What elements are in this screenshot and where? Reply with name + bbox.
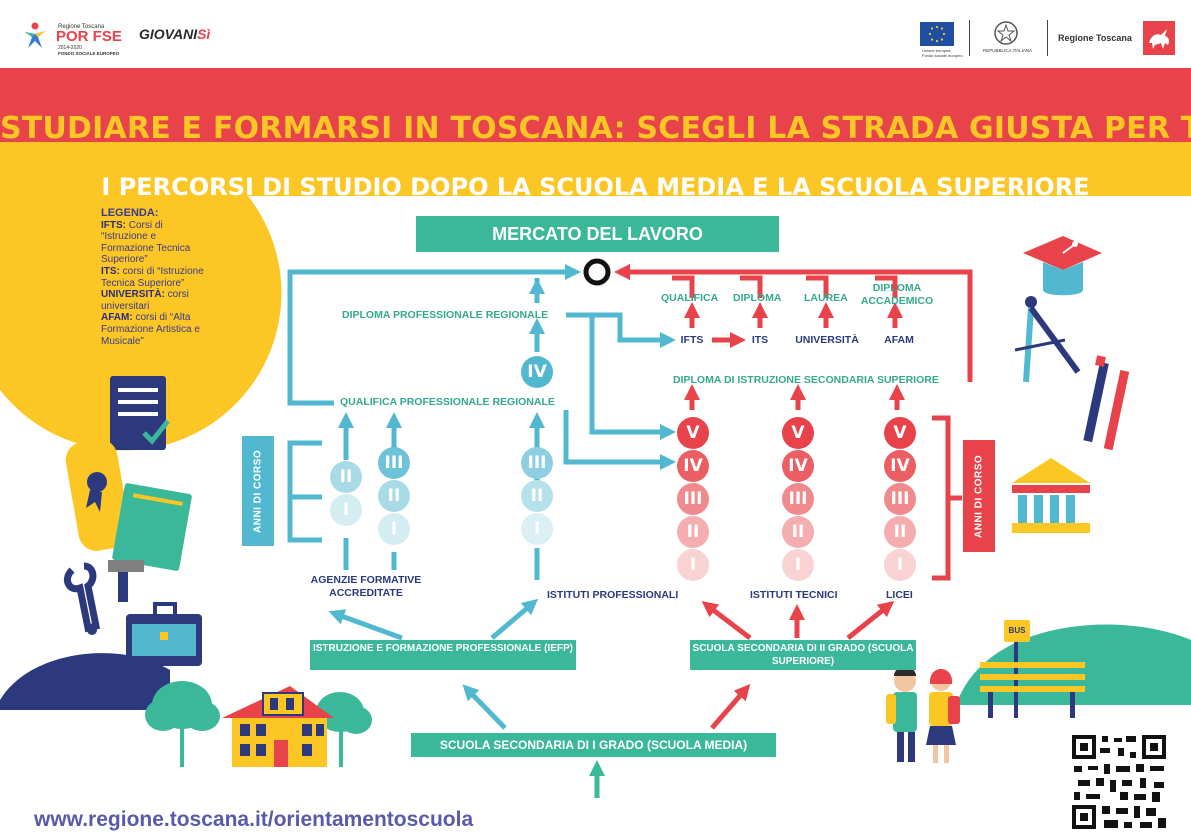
scuola-secondaria-i-box: SCUOLA SECONDARIA DI I GRADO (SCUOLA MED… [411, 733, 776, 757]
year-circle-c1-v: V [677, 417, 709, 449]
goal-circle [583, 258, 611, 286]
header-divider-2 [1047, 20, 1048, 56]
scuola-secondaria-ii-box: SCUOLA SECONDARIA DI II GRADO (SCUOLA SU… [690, 640, 916, 670]
title-band-red [0, 68, 1191, 142]
bus-sign-label: BUS [1008, 626, 1026, 635]
year-circle-c1-ii: II [677, 516, 709, 548]
year-circle-agenzie1-i: I [330, 494, 362, 526]
diploma-scroll-icon [65, 439, 131, 551]
eu-text-1: Unione europea [922, 48, 951, 53]
outcome-laurea-label: LAUREA [804, 292, 848, 304]
outcome-diploma-label: DIPLOMA [733, 292, 782, 304]
year-circle-c3-iv: IV [884, 450, 916, 482]
istituti-tecnici-label: ISTITUTI TECNICI [750, 589, 838, 601]
istituti-professionali-label: ISTITUTI PROFESSIONALI [547, 589, 679, 601]
diploma-istruzione-secondaria-label: DIPLOMA DI ISTRUZIONE SECONDARIA SUPERIO… [673, 374, 939, 386]
book-icon [112, 483, 192, 571]
compass-icon [1014, 296, 1081, 383]
giovani-si-logo: GIOVANISì [139, 26, 210, 42]
pencils-icon [1083, 355, 1130, 451]
toolbox-icon [126, 602, 202, 666]
year-circle-prof-ii: II [521, 480, 553, 512]
tree-right-of-house-icon [316, 692, 372, 767]
students-icon [886, 667, 960, 763]
year-circle-c1-i: I [677, 549, 709, 581]
year-circle-c1-iv: IV [677, 450, 709, 482]
house-icon [222, 686, 334, 767]
qr-code-icon [1070, 733, 1168, 831]
post-diploma-ifts-label: IFTS [680, 334, 704, 346]
logo-fund-text: FONDO SOCIALE EUROPEO [58, 51, 120, 56]
yellow-circle-shape [0, 196, 282, 451]
agenzie-formative-label: AGENZIE FORMATIVE ACCREDITATE [310, 574, 422, 599]
year-circle-prof-i: I [521, 513, 553, 545]
year-circle-c2-i: I [782, 549, 814, 581]
eu-text-2: Fondo sociale europeo [922, 53, 963, 58]
logo-small-text: Regione Toscana [58, 24, 105, 30]
licei-label: LICEI [886, 589, 913, 601]
post-diploma-its-label: ITS [751, 334, 769, 346]
post-diploma-afam-label: AFAM [884, 334, 914, 346]
legend-item-ifts: IFTS: Corsi di “Istruzione e Formazione … [101, 219, 191, 266]
bench-icon [980, 662, 1085, 718]
por-fse-star-icon [25, 22, 45, 48]
year-circle-prof-iv: IV [521, 356, 553, 388]
year-circle-c2-ii: II [782, 516, 814, 548]
year-circle-agenzie2-iii: III [378, 447, 410, 479]
year-circle-c2-v: V [782, 417, 814, 449]
post-diploma-universita-label: UNIVERSITÀ [795, 334, 859, 346]
year-circle-agenzie1-ii: II [330, 461, 362, 493]
year-circle-c2-iii: III [782, 483, 814, 515]
year-circle-agenzie2-ii: II [378, 480, 410, 512]
footer-url-link[interactable]: www.regione.toscana.it/orientamentoscuol… [34, 808, 474, 831]
year-circle-c3-ii: II [884, 516, 916, 548]
checklist-icon [110, 376, 170, 450]
logo-years-text: 2014-2020 [58, 45, 82, 51]
year-circle-c3-iii: III [884, 483, 916, 515]
regione-toscana-pegaso-icon [1143, 21, 1175, 55]
logo-main-text: POR FSE [56, 28, 122, 45]
legend-title: LEGENDA: [101, 207, 159, 219]
year-circle-c3-v: V [884, 417, 916, 449]
legend: LEGENDA: IFTS: Corsi di “Istruzione e Fo… [101, 207, 211, 347]
sub-title: I PERCORSI DI STUDIO DOPO LA SCUOLA MEDI… [101, 173, 1090, 201]
outcome-diploma-accademico-label: DIPLOMA ACCADEMICO [860, 282, 934, 307]
repubblica-text: REPUBBLICA ITALIANA [983, 48, 1033, 53]
qualifica-professionale-regionale-label: QUALIFICA PROFESSIONALE REGIONALE [340, 396, 555, 408]
regione-toscana-text: Regione Toscana [1058, 33, 1132, 43]
legend-item-afam: AFAM: corsi di “Alta Formazione Artistic… [101, 312, 200, 347]
year-circle-prof-iii: III [521, 447, 553, 479]
school-building-icon [1012, 458, 1090, 533]
iefp-box: ISTRUZIONE E FORMAZIONE PROFESSIONALE (I… [310, 640, 576, 670]
tree-left-icon [145, 681, 220, 767]
year-circle-c2-iv: IV [782, 450, 814, 482]
hammer-icon [108, 560, 144, 602]
title-band-yellow [0, 142, 1191, 196]
legend-item-universita: UNIVERSITÀ: corsi universitari [101, 289, 189, 312]
wrench-icon [64, 562, 101, 635]
year-circle-c3-i: I [884, 549, 916, 581]
eu-flag-icon [920, 22, 954, 46]
main-title: STUDIARE E FORMARSI IN TOSCANA: SCEGLI L… [0, 111, 1191, 146]
diploma-professionale-regionale-label: DIPLOMA PROFESSIONALE REGIONALE [342, 309, 549, 321]
header-divider-1 [969, 20, 970, 56]
mercato-del-lavoro-box: MERCATO DEL LAVORO [416, 216, 779, 252]
year-circle-agenzie2-i: I [378, 513, 410, 545]
anni-di-corso-left-box: ANNI DI CORSO [242, 436, 274, 546]
graduation-cap-icon [1023, 236, 1102, 296]
giovani-text: GIOVANI [139, 26, 198, 42]
year-circle-c1-iii: III [677, 483, 709, 515]
repubblica-emblem-icon [994, 21, 1018, 45]
anni-di-corso-right-box: ANNI DI CORSO [963, 440, 995, 552]
legend-item-its: ITS: corsi di “Istruzione Tecnica Superi… [101, 265, 204, 289]
header-bar: Regione Toscana POR FSE 2014-2020 FONDO … [0, 0, 1191, 68]
outcome-qualifica-label: QUALIFICA [661, 292, 719, 304]
giovani-si-text: Sì [197, 26, 211, 42]
